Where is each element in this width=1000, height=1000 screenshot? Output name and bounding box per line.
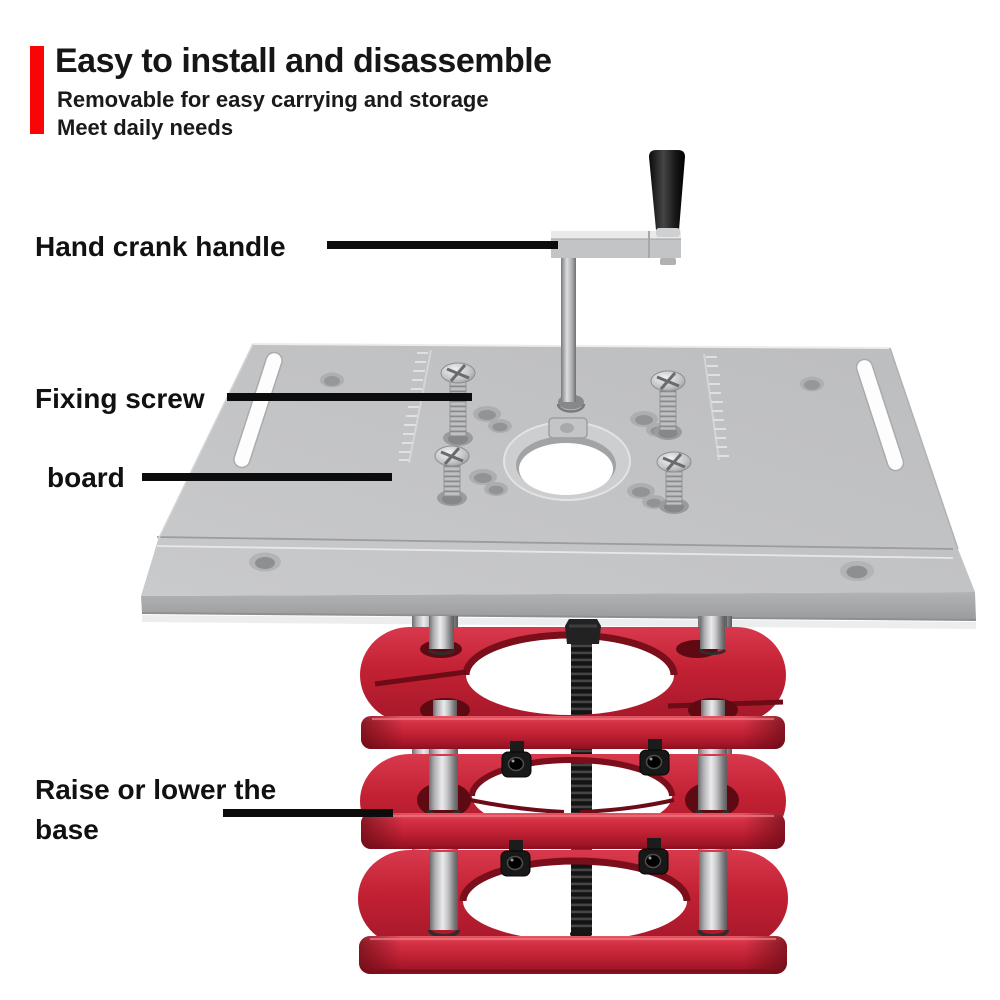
plate-ruler-left xyxy=(399,349,432,464)
callout-line-raise-or-lower-the-base xyxy=(223,809,393,817)
plate-shadow xyxy=(142,615,976,629)
plate-slot-right xyxy=(855,358,905,472)
insert-plate-board xyxy=(141,343,977,629)
fixing-screw-3 xyxy=(434,445,470,506)
plate-holes xyxy=(249,372,874,581)
plate-slot-left xyxy=(233,351,283,469)
lift-base-bottom-band xyxy=(359,936,787,974)
clamp-slit-right xyxy=(579,798,675,814)
lead-screw-hex-head xyxy=(565,619,601,644)
clamp-screw-middle-right xyxy=(638,838,669,875)
plate-ruler-right xyxy=(703,353,729,461)
clamp-screw-middle-left xyxy=(500,840,531,877)
crank-knob-collar xyxy=(656,228,680,237)
plate-front-face xyxy=(141,592,976,620)
crank-assembly xyxy=(551,150,685,413)
callout-fixing-screw: Fixing screw xyxy=(35,383,205,414)
clamp-screw-top-left xyxy=(501,741,532,778)
lift-ring-middle-band xyxy=(361,813,785,849)
plate-step-line-light xyxy=(156,545,954,559)
callout-raise-or-lower-the-base: Raise or lower the base xyxy=(35,774,277,845)
fixing-screw-4 xyxy=(656,451,692,514)
callout-line-board xyxy=(142,473,392,481)
subtitle-line1: Removable for easy carrying and storage xyxy=(57,87,489,112)
fixing-screw-1 xyxy=(440,362,476,446)
fixing-screw-2 xyxy=(650,370,686,440)
callout-board: board xyxy=(47,462,125,493)
callout-hand-crank-handle: Hand crank handle xyxy=(35,231,286,262)
lead-screw xyxy=(570,642,592,939)
plate-center-hole xyxy=(503,421,631,501)
lift-ring-top-band xyxy=(361,716,785,749)
plate-step-line-dark xyxy=(156,536,954,550)
plate-keyway xyxy=(548,417,588,439)
crank-arm-pin xyxy=(660,258,676,265)
clamp-screw-top-right xyxy=(639,739,670,776)
lift-base-bottom xyxy=(357,850,789,948)
crank-rod xyxy=(561,256,576,402)
accent-bar xyxy=(30,46,44,134)
clamp-slit-left xyxy=(469,798,565,814)
plate-countersink-holes xyxy=(469,406,670,509)
callout-line-hand-crank-handle xyxy=(327,241,558,249)
callout-line-fixing-screw xyxy=(227,393,472,401)
clamp-slit-left xyxy=(374,669,467,687)
crank-knob xyxy=(649,150,685,230)
lifting-base xyxy=(357,616,789,974)
subtitle-line2: Meet daily needs xyxy=(57,115,234,140)
crank-arm xyxy=(551,239,681,258)
page-title: Easy to install and disassemble xyxy=(55,42,552,80)
